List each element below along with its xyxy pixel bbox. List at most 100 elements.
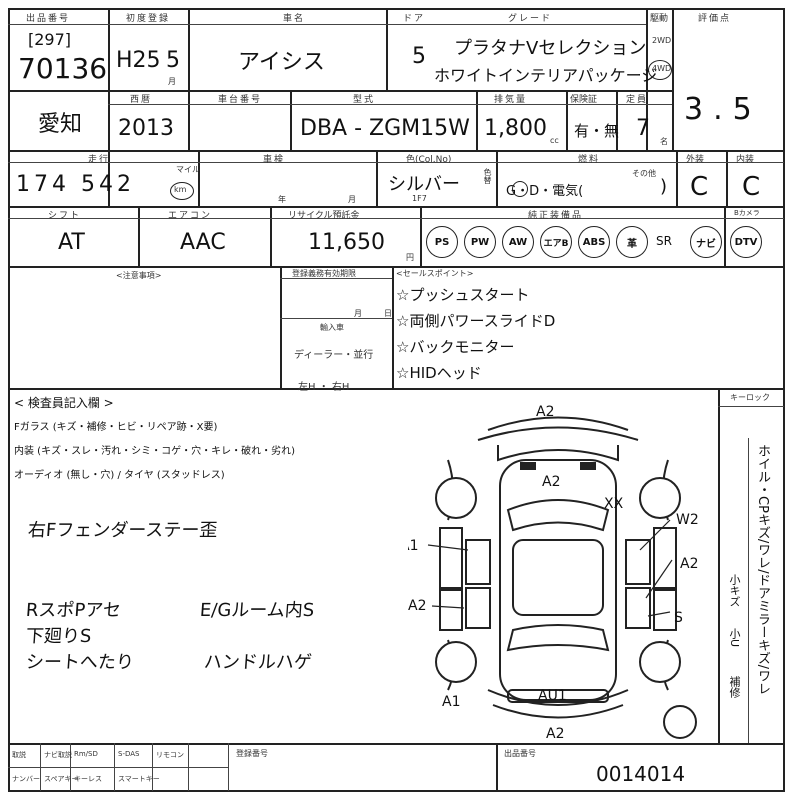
glass-line: Fガラス (キズ・補修・ヒビ・リペア跡・X要)	[14, 422, 218, 433]
mileage-label: 走行	[88, 155, 111, 165]
note-handle: ハンドルハゲ	[203, 652, 313, 673]
grade-label: グレード	[508, 14, 553, 24]
rule	[718, 406, 784, 407]
rule	[392, 266, 394, 388]
side-sub-2: 小U	[728, 628, 741, 648]
footer-label-remote: リモコン	[156, 751, 184, 759]
recycle-label: リサイクル預託金	[288, 211, 360, 221]
rule	[8, 162, 784, 163]
rule	[718, 388, 720, 743]
rule	[270, 206, 272, 266]
inspector-title: < 検査員記入欄 >	[14, 396, 114, 410]
rule	[188, 8, 190, 150]
rule	[676, 150, 678, 206]
era-year: H25	[116, 48, 161, 73]
exterior-label: 外装	[686, 155, 705, 165]
side-sub-1: 小キズ	[728, 574, 741, 607]
mark-right-s: S	[674, 610, 683, 626]
reg-expiry-label: 登録義務有効期限	[292, 269, 356, 278]
rule	[138, 206, 140, 266]
shift-label: シフト	[48, 211, 82, 221]
month-small-label: 月	[168, 77, 176, 86]
rule	[646, 8, 648, 150]
km-mark: km	[174, 185, 187, 194]
exterior-grade: C	[690, 172, 709, 202]
other-label: その他	[632, 169, 656, 178]
rule	[290, 90, 292, 150]
rule	[566, 90, 568, 150]
rule	[8, 266, 784, 268]
equip-dtv: DTV	[730, 226, 762, 258]
rule	[8, 206, 784, 208]
equip-leather: 革	[616, 226, 648, 258]
footer-label-plate: ナンバー	[12, 775, 40, 783]
person-unit: 名	[660, 137, 668, 146]
note-spoiler: RスポPアセ	[25, 600, 122, 621]
footer-label-sdas: S-DAS	[118, 750, 140, 758]
capacity-label: 定員	[626, 95, 649, 105]
rule	[376, 150, 378, 206]
note-fender: 右Fフェンダーステー歪	[27, 520, 219, 541]
option-label: Bカメラ	[734, 209, 760, 217]
mark-rear-au1: AU1	[538, 688, 567, 704]
equip-pw: PW	[464, 226, 496, 258]
rule	[8, 388, 784, 390]
reg-month: 5	[166, 48, 180, 73]
rule	[8, 8, 784, 10]
sales-point-4: ☆HIDヘッド	[396, 364, 482, 382]
rule	[228, 743, 229, 791]
side-sub-3: 補修	[728, 676, 741, 698]
audio-line: オーディオ (無し・穴) / タイヤ (スタッドレス)	[14, 470, 225, 481]
rule	[198, 150, 200, 206]
rule	[108, 8, 110, 206]
inspection-month: 月	[348, 195, 356, 204]
aircon-label: エアコン	[168, 211, 213, 221]
mark-door-w2: W2	[676, 512, 699, 528]
rule	[616, 90, 618, 150]
door-label: ドア	[403, 14, 426, 24]
equipment-label: 純正装備品	[528, 211, 584, 221]
car-name: アイシス	[238, 50, 325, 75]
sales-point-1: ☆プッシュスタート	[396, 286, 530, 304]
rule	[726, 150, 728, 206]
rule	[8, 24, 108, 25]
rule	[420, 206, 422, 266]
color-value: シルバー	[388, 174, 460, 195]
displacement: 1,800	[484, 116, 547, 141]
insurance-label: 保険証	[570, 95, 598, 105]
dealer-label: ディーラー・並行	[294, 350, 374, 361]
mark-rear-a1: A1	[442, 694, 460, 710]
rule	[108, 104, 672, 105]
color-label: 色(Col.No)	[406, 155, 452, 165]
venue-code: [297]	[28, 30, 72, 49]
rule	[724, 206, 726, 266]
grade-line1: プラタナVセレクション	[454, 38, 647, 59]
sales-point-2: ☆両側パワースライドD	[396, 312, 556, 330]
drive-4wd: 4WD	[652, 64, 672, 73]
rule	[496, 743, 498, 791]
sales-point-3: ☆バックモニター	[396, 338, 515, 356]
mark-bumper-front: A2	[536, 404, 554, 420]
mark-fender-xx: XX	[604, 496, 624, 512]
lot-number-footer-label: 出品番号	[504, 749, 536, 758]
rule	[280, 318, 392, 319]
side-wheel-note: ホイル・CPキズ/ワレ/ドアミラーキズ/ワレ	[755, 444, 770, 696]
year-label: 西暦	[130, 95, 153, 105]
record-number: 0014014	[596, 762, 686, 786]
drive-label: 駆動	[650, 14, 669, 24]
score-label: 評価点	[698, 14, 732, 24]
rule	[8, 150, 784, 152]
reg-day-label: 日	[384, 309, 392, 318]
rule	[280, 278, 392, 279]
model-code: DBA - ZGM15W	[300, 116, 470, 141]
drive-4wd-circle	[648, 60, 672, 80]
rule	[8, 767, 228, 768]
record-number-label: 登録番号	[236, 749, 268, 758]
mark-hood: A2	[542, 474, 560, 490]
shift-value: AT	[58, 230, 85, 255]
caution-label: <注意事項>	[116, 271, 162, 280]
interior-line: 内装 (キズ・スレ・汚れ・シミ・コゲ・穴・キレ・破れ・劣れ)	[14, 446, 295, 457]
points-label: <セールスポイント>	[396, 269, 474, 278]
rule	[496, 150, 498, 206]
color-code: 1F7	[412, 194, 427, 203]
